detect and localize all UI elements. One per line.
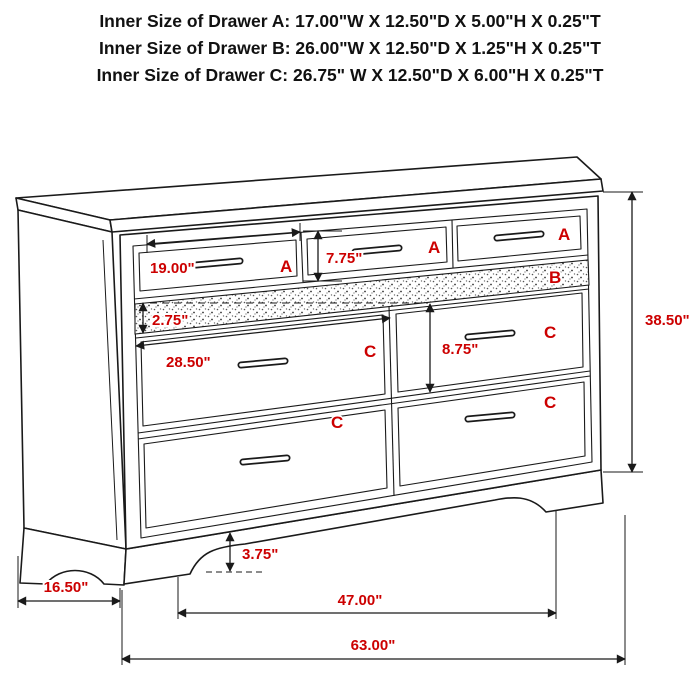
dim-overall-height: 38.50" xyxy=(603,191,692,473)
drawer-front xyxy=(143,409,388,529)
top-front-edge xyxy=(109,178,604,233)
dim-drawer-a-width-text: 19.00" xyxy=(150,260,195,277)
drawer-a3: A xyxy=(456,215,582,262)
drawer-c-bottom-left: C xyxy=(143,409,388,529)
drawer-c-top-right: C xyxy=(395,292,584,393)
dim-drawer-c-height: 8.75" xyxy=(425,303,480,393)
dim-feet-span-text: 47.00" xyxy=(338,592,383,609)
a-row-bottom-rail xyxy=(133,254,589,300)
side-panel-frame-line xyxy=(102,239,118,541)
drawer-b-spec-line: Inner Size of Drawer B: 26.00"W X 12.50"… xyxy=(99,38,601,58)
dim-drawer-b-height-text: 2.75" xyxy=(152,312,188,329)
spec-header: Inner Size of Drawer A: 17.00"W X 12.50"… xyxy=(0,8,700,89)
drawer-handle-highlight xyxy=(466,413,514,421)
c-row-rail-lower xyxy=(137,375,591,440)
drawer-a1-label: A xyxy=(280,257,292,276)
drawer-c-spec-line: Inner Size of Drawer C: 26.75" W X 12.50… xyxy=(96,65,604,85)
drawer-handle-highlight xyxy=(194,259,242,267)
drawer-a1: A xyxy=(138,239,298,292)
dim-depth: 16.50" xyxy=(17,556,121,608)
dim-feet-span: 47.00" xyxy=(177,510,557,619)
face-frame-inner xyxy=(132,208,593,539)
dim-overall-width: 63.00" xyxy=(121,515,626,665)
front-base-feet xyxy=(123,469,604,585)
drawer-handle-highlight xyxy=(239,359,287,367)
drawer-c-bottom-right-label: C xyxy=(544,393,556,412)
drawer-handle-highlight xyxy=(241,456,289,464)
dim-foot-height-text: 3.75" xyxy=(242,546,278,563)
drawer-b-label: B xyxy=(549,268,561,287)
dim-drawer-c-height-text: 8.75" xyxy=(442,341,478,358)
dim-depth-text: 16.50" xyxy=(44,579,89,596)
dim-overall-height-text: 38.50" xyxy=(645,312,690,329)
drawer-c-top-left-label: C xyxy=(364,342,376,361)
dim-drawer-c-width-text: 28.50" xyxy=(166,354,211,371)
drawer-handle-highlight xyxy=(495,232,543,240)
dim-drawer-a-width: 19.00" xyxy=(146,223,301,279)
a-row-divider-2 xyxy=(451,219,454,269)
drawer-a3-label: A xyxy=(558,225,570,244)
a-row-divider-1 xyxy=(300,231,304,283)
drawer-a-spec-line: Inner Size of Drawer A: 17.00"W X 12.50"… xyxy=(99,11,601,31)
drawer-front xyxy=(395,292,584,393)
drawer-handle-highlight xyxy=(466,331,514,339)
dim-drawer-a-height-text: 7.75" xyxy=(326,250,362,267)
dim-drawer-a-height: 7.75" xyxy=(303,230,364,282)
dim-overall-width-text: 63.00" xyxy=(351,637,396,654)
drawer-front xyxy=(456,215,582,262)
dim-foot-height: 3.75" xyxy=(206,532,280,573)
drawer-front xyxy=(306,226,448,276)
c-row-rail-upper xyxy=(137,370,591,434)
drawer-c-bottom-left-label: C xyxy=(331,413,343,432)
drawer-a2-label: A xyxy=(428,238,440,257)
drawer-c-top-right-label: C xyxy=(544,323,556,342)
side-base-foot xyxy=(19,527,127,586)
drawer-a2: A xyxy=(306,226,448,276)
drawer-handle-highlight xyxy=(353,246,401,254)
drawer-c-bottom-right: C xyxy=(397,381,586,487)
drawer-front xyxy=(397,381,586,487)
dim-drawer-c-width: 28.50" xyxy=(135,314,391,373)
